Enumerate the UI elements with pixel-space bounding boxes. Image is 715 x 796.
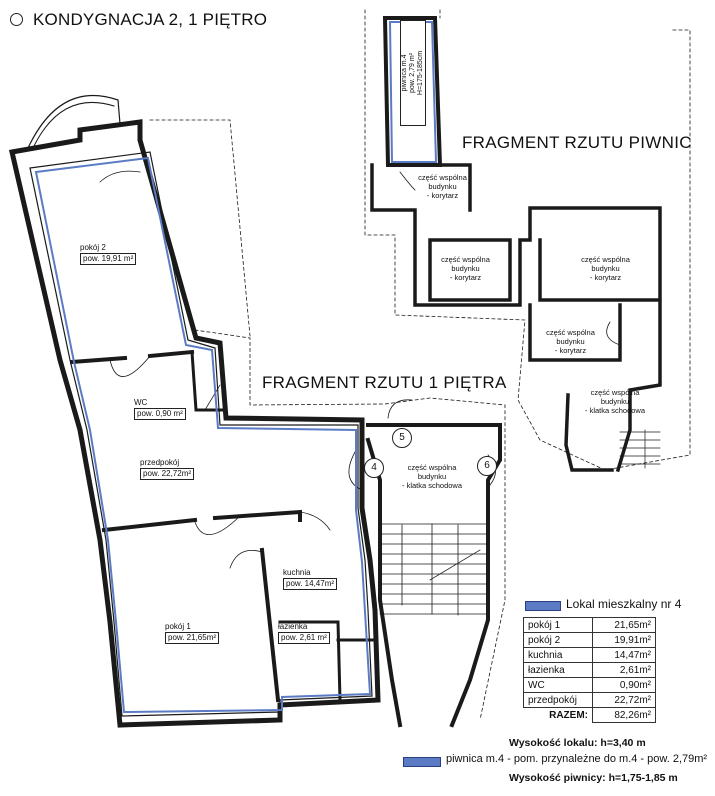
summary-room-area: 21,65m² [592, 617, 656, 633]
label-basement-corridor-4: część wspólna budynku - korytarz [533, 328, 608, 355]
highlight-apartment [34, 156, 372, 714]
flat-number-5: 5 [392, 428, 412, 448]
room-przedpokoj: przedpokój pow. 22,72m² [140, 458, 195, 480]
page-title: KONDYGNACJA 2, 1 PIĘTRO [10, 10, 267, 30]
header-basement: FRAGMENT RZUTU PIWNIC [462, 133, 692, 152]
room-przedpokoj-name: przedpokój [140, 458, 180, 467]
room-kuchnia: kuchnia pow. 14,47m² [283, 568, 338, 590]
summary-room-name: pokój 2 [523, 632, 593, 648]
summary-room-area: 22,72m² [592, 692, 656, 708]
wall-przedpokoj-pokoj1 [101, 509, 302, 533]
room-lazienka-area: pow. 2,61 m² [278, 632, 330, 644]
summary-room-name: przedpokój [523, 692, 593, 708]
label-basement-corridor-3: część wspólna budynku - korytarz [568, 255, 643, 282]
room-wc-area: pow. 0,90 m² [134, 408, 186, 420]
room-wc-name: WC [134, 398, 148, 407]
label-staircase-line3: - klatka schodowa [401, 481, 463, 490]
bullet-circle-icon [10, 13, 23, 26]
note-height: Wysokość lokalu: h=3,40 m [509, 737, 646, 749]
summary-room-name: łazienka [523, 662, 593, 678]
flat-number-4: 4 [364, 458, 384, 478]
label-bc4-l3: - korytarz [554, 346, 587, 355]
label-bs-l2: budynku [600, 397, 630, 406]
apartment-inner-wall [29, 151, 373, 717]
title-text: KONDYGNACJA 2, 1 PIĘTRO [33, 10, 268, 29]
label-staircase: część wspólna budynku - klatka schodowa [392, 463, 472, 490]
label-bc1-l3: - korytarz [426, 191, 459, 200]
label-bc3-l3: - korytarz [589, 273, 622, 282]
label-bc2-l2: budynku [451, 264, 480, 273]
room-lazienka: łazienka pow. 2,61 m² [278, 622, 330, 644]
label-bs-l1: część wspólna [590, 388, 640, 397]
apartment-outer-wall [8, 119, 381, 728]
room-pokoj1: pokój 1 pow. 21,65m² [165, 622, 220, 644]
summary-room-area: 2,61m² [592, 662, 656, 678]
label-bs-l3: - klatka schodowa [584, 406, 646, 415]
label-cellar-line3: H=175-185cm [417, 50, 424, 96]
header-first-floor: FRAGMENT RZUTU 1 PIĘTRA [262, 373, 507, 392]
note-cellar-height: Wysokość piwnicy: h=1,75-1,85 m [509, 772, 678, 784]
room-kuchnia-name: kuchnia [283, 568, 311, 577]
summary-room-area: 0,90m² [592, 677, 656, 693]
room-pokoj2-area: pow. 19,91 m² [80, 253, 137, 265]
label-bc2-l1: część wspólna [441, 255, 490, 264]
legend-label: Lokal mieszkalny nr 4 [566, 597, 682, 611]
room-lazienka-name: łazienka [278, 622, 308, 631]
summary-total-value: 82,26m² [592, 707, 656, 723]
legend-swatch [525, 601, 561, 611]
summary-room-area: 19,91m² [592, 632, 656, 648]
bay-window [27, 94, 121, 149]
label-bc1-l2: budynku [428, 182, 457, 191]
room-pokoj1-area: pow. 21,65m² [165, 632, 220, 644]
summary-room-name: pokój 1 [523, 617, 593, 633]
room-pokoj2: pokój 2 pow. 19,91 m² [80, 243, 137, 265]
room-przedpokoj-area: pow. 22,72m² [140, 468, 195, 480]
label-cellar-line2: pow. 2,79 m² [409, 52, 416, 94]
label-bc3-l2: budynku [591, 264, 620, 273]
room-kuchnia-area: pow. 14,47m² [283, 578, 338, 590]
wall-pokoj2-przedpokoj [69, 349, 195, 365]
label-bc2-l3: - korytarz [449, 273, 482, 282]
label-staircase-line2: budynku [417, 472, 447, 481]
room-pokoj1-name: pokój 1 [165, 622, 191, 631]
room-pokoj2-name: pokój 2 [80, 243, 106, 252]
wall-pokoj1-kuchnia [259, 547, 281, 703]
cellar-legend-swatch [403, 757, 441, 767]
label-bc4-l1: część wspólna [546, 328, 595, 337]
flat-number-6: 6 [477, 456, 497, 476]
room-wc: WC pow. 0,90 m² [134, 398, 186, 420]
summary-room-area: 14,47m² [592, 647, 656, 663]
summary-room-name: kuchnia [523, 647, 593, 663]
summary-room-name: WC [523, 677, 593, 693]
label-bc1-l1: część wspólna [418, 173, 467, 182]
label-bc3-l1: część wspólna [581, 255, 630, 264]
stair-treads [379, 523, 487, 616]
label-staircase-line1: część wspólna [407, 463, 457, 472]
label-basement-corridor-1: część wspólna budynku - korytarz [405, 173, 480, 200]
summary-total-label: RAZEM: [549, 709, 588, 721]
wall-wc [190, 350, 227, 412]
label-basement-corridor-2: część wspólna budynku - korytarz [428, 255, 503, 282]
note-cellar: piwnica m.4 - pom. przynależne do m.4 - … [446, 753, 708, 765]
label-cellar-line1: piwnica m.4 [401, 54, 408, 92]
label-cellar: piwnica m.4 pow. 2,79 m² H=175-185cm [400, 20, 426, 126]
label-bc4-l2: budynku [556, 337, 585, 346]
summary-total-row: RAZEM: 82,26m² [524, 707, 656, 723]
label-basement-staircase: część wspólna budynku - klatka schodowa [570, 388, 660, 415]
